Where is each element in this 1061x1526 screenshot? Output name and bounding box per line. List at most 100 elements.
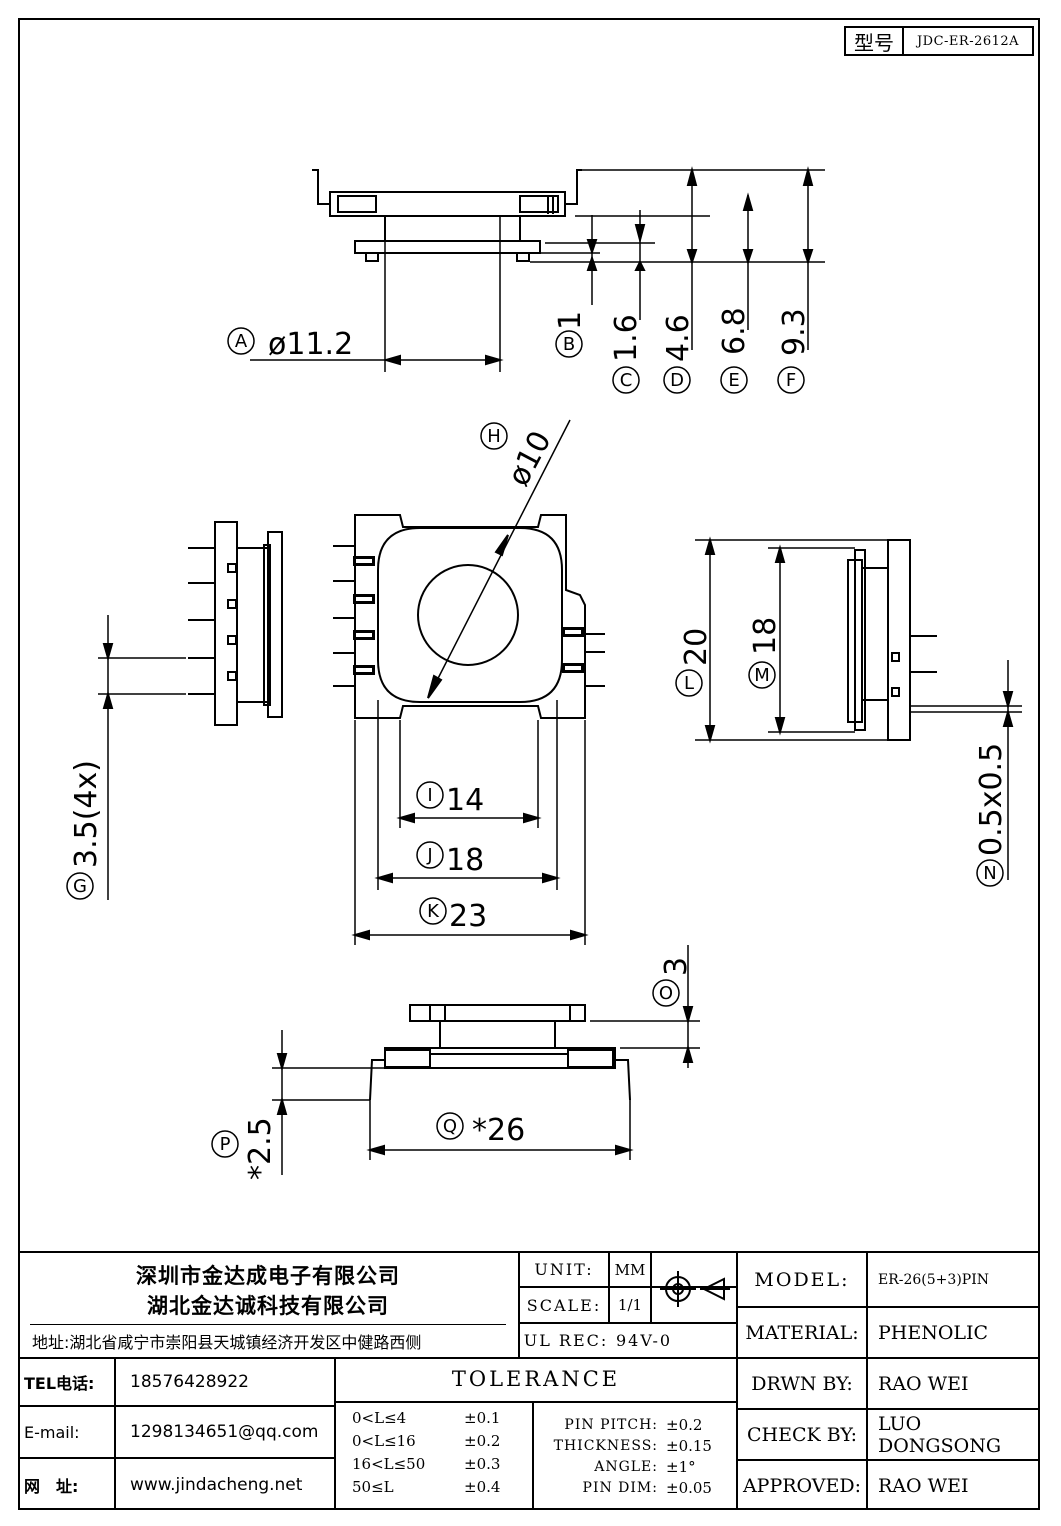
dim-k-value: 23	[449, 899, 487, 934]
dim-e-letter: E	[728, 370, 739, 391]
dim-p: P *2.5	[211, 1117, 278, 1180]
dim-c-value: 1.6	[609, 314, 644, 362]
spec-label-3: ANGLE:	[594, 1459, 658, 1475]
model-label: MODEL:	[754, 1268, 850, 1291]
tolerance-range-1: 0<L≤4	[352, 1409, 407, 1427]
spec-value-4: ±0.05	[666, 1479, 712, 1497]
tolerance-value-2: ±0.2	[464, 1432, 501, 1450]
dim-i-letter: I	[427, 785, 432, 806]
dim-m: M 18	[748, 617, 783, 689]
drawn-by-label: DRWN BY:	[751, 1372, 853, 1395]
tolerance-range-2: 0<L≤16	[352, 1432, 416, 1450]
approved-label: APPROVED:	[742, 1474, 862, 1497]
dim-e: E 6.8	[717, 307, 752, 394]
unit-label: UNIT:	[534, 1260, 594, 1279]
approved-value: RAO WEI	[878, 1474, 969, 1497]
dim-n: N 0.5x0.5	[974, 743, 1009, 887]
ul-rec-value: 94V-0	[616, 1331, 673, 1350]
dim-j-letter: J	[426, 845, 432, 866]
unit-value: MM	[614, 1260, 646, 1279]
bottom-side-view	[272, 945, 700, 1175]
tolerance-title: TOLERANCE	[451, 1367, 621, 1391]
dim-o-letter: O	[659, 983, 673, 1004]
dim-k: K 23	[419, 897, 487, 934]
dim-o: O 3	[652, 957, 694, 1007]
spec-label-2: THICKNESS:	[553, 1438, 658, 1454]
dim-n-letter: N	[983, 863, 996, 884]
dim-d-value: 4.6	[661, 314, 696, 362]
dim-g-letter: G	[73, 876, 87, 897]
dim-h-letter: H	[487, 426, 501, 447]
tel-label: TEL电话:	[24, 1374, 95, 1393]
dim-k-letter: K	[427, 901, 440, 922]
dim-n-value: 0.5x0.5	[974, 743, 1009, 856]
email-value[interactable]: 1298134651@qq.com	[130, 1422, 319, 1442]
top-side-view	[250, 166, 825, 372]
dim-q-letter: Q	[443, 1116, 457, 1137]
dimension-labels: A ø11.2 B 1 C 1.6 D 4.6 E 6.8	[66, 307, 1009, 1180]
tolerance-value-3: ±0.3	[464, 1455, 501, 1473]
check-by-label: CHECK BY:	[747, 1423, 857, 1446]
model-number-value: JDC-ER-2612A	[916, 33, 1020, 49]
tel-value: 18576428922	[130, 1372, 249, 1392]
dim-a-value: ø11.2	[268, 327, 353, 362]
dim-j-value: 18	[446, 843, 484, 878]
material-value: PHENOLIC	[878, 1322, 989, 1344]
right-side-view	[695, 536, 1022, 880]
dim-o-value: 3	[659, 957, 694, 976]
dim-d: D 4.6	[661, 314, 696, 394]
spec-value-1: ±0.2	[666, 1416, 703, 1434]
ul-rec-label: UL REC:	[523, 1331, 609, 1350]
scale-value: 1/1	[617, 1296, 643, 1314]
spec-label-4: PIN DIM:	[582, 1480, 658, 1496]
dim-b: B 1	[553, 311, 588, 358]
dim-c-letter: C	[620, 370, 633, 391]
dim-b-value: 1	[553, 311, 588, 330]
tolerance-value-1: ±0.1	[464, 1409, 501, 1427]
tolerance-range-4: 50≤L	[352, 1478, 394, 1496]
dim-j: J 18	[416, 841, 484, 878]
dim-q: Q *26	[436, 1112, 525, 1148]
spec-label-1: PIN PITCH:	[564, 1417, 658, 1433]
dim-p-letter: P	[220, 1134, 231, 1155]
dim-e-value: 6.8	[717, 307, 752, 355]
dim-f: F 9.3	[777, 308, 812, 394]
projection-symbol-icon	[660, 1271, 730, 1307]
check-by-value: LUO DONGSONG	[878, 1412, 1002, 1457]
dim-i-value: 14	[446, 783, 484, 818]
dim-l: L 20	[675, 628, 714, 697]
dim-c: C 1.6	[609, 314, 644, 394]
dim-q-value: *26	[472, 1113, 525, 1148]
title-block: 深圳市金达成电子有限公司 湖北金达诚科技有限公司 地址:湖北省咸宁市崇阳县天城镇…	[18, 1251, 1040, 1510]
dim-m-value: 18	[748, 617, 783, 655]
dim-b-letter: B	[563, 334, 575, 355]
left-side-view	[98, 521, 283, 900]
center-top-view	[333, 419, 605, 945]
dim-m-letter: M	[754, 665, 770, 686]
model-value: ER-26(5+3)PIN	[878, 1271, 989, 1288]
model-number-label: 型号	[846, 28, 904, 55]
web-label: 网 址:	[24, 1476, 79, 1496]
dim-l-letter: L	[684, 673, 694, 694]
dim-i: I 14	[416, 781, 484, 818]
web-value[interactable]: www.jindacheng.net	[130, 1474, 303, 1495]
company-name-1: 深圳市金达成电子有限公司	[136, 1264, 400, 1288]
model-number-box: 型号 JDC-ER-2612A	[844, 26, 1034, 56]
company-address: 地址:湖北省咸宁市崇阳县天城镇经济开发区中健路西侧	[32, 1333, 422, 1352]
dim-p-value: *2.5	[243, 1117, 278, 1180]
technical-drawing: A ø11.2 B 1 C 1.6 D 4.6 E 6.8	[66, 166, 1022, 1180]
tolerance-value-4: ±0.4	[464, 1478, 501, 1496]
material-label: MATERIAL:	[745, 1322, 859, 1344]
spec-value-2: ±0.15	[666, 1437, 712, 1455]
dim-f-value: 9.3	[777, 308, 812, 356]
tolerance-range-3: 16<L≤50	[352, 1455, 426, 1473]
dim-d-letter: D	[670, 370, 684, 391]
dim-l-value: 20	[679, 628, 714, 666]
spec-value-3: ±1°	[666, 1458, 696, 1476]
email-label: E-mail:	[24, 1422, 80, 1442]
drawing-frame	[18, 18, 1040, 1510]
dim-a-letter: A	[235, 331, 248, 352]
dim-g: G 3.5(4x)	[66, 760, 104, 900]
scale-label: SCALE:	[526, 1295, 602, 1315]
company-name-2: 湖北金达诚科技有限公司	[147, 1294, 389, 1318]
